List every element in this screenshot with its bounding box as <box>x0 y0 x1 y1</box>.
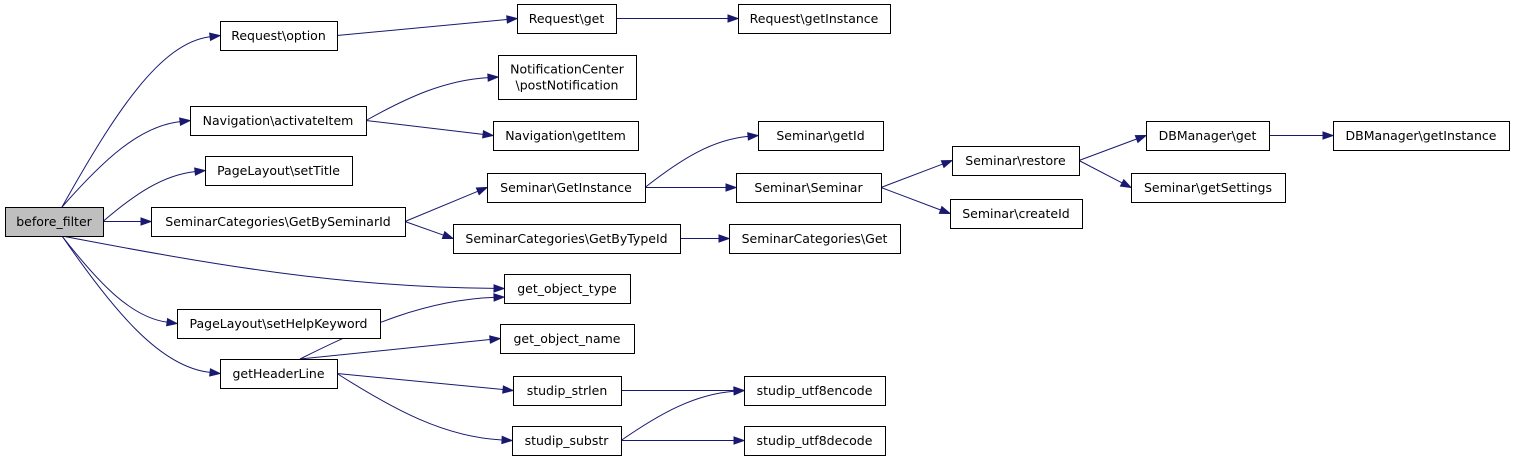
edge-seminar_seminar-to-seminar_restore <box>880 159 954 188</box>
node-semcat-getbytypeid[interactable]: SeminarCategories\GetByTypeId <box>453 224 681 254</box>
node-pagelayout-sethelp[interactable]: PageLayout\setHelpKeyword <box>177 309 381 339</box>
node-label: Navigation\activateItem <box>203 113 354 128</box>
edge-request_option-to-request_get <box>336 15 519 36</box>
node-seminar-getsettings[interactable]: Seminar\getSettings <box>1131 173 1286 203</box>
node-getheaderline[interactable]: getHeaderLine <box>220 359 338 389</box>
edge-semcat_getbyseminarid-to-semcat_getbytypeid <box>404 221 455 240</box>
node-nav-activate[interactable]: Navigation\activateItem <box>190 106 367 136</box>
node-before-filter[interactable]: before_filter <box>5 207 104 237</box>
node-notification-post[interactable]: NotificationCenter\postNotification <box>498 55 637 100</box>
edge-seminar_getinstance-to-seminar_getid <box>644 132 760 188</box>
node-seminar-seminar[interactable]: Seminar\Seminar <box>736 173 882 203</box>
node-seminar-getinstance[interactable]: Seminar\GetInstance <box>487 173 646 203</box>
node-label: studip_substr <box>525 433 610 448</box>
node-label: Request\get <box>529 11 605 26</box>
node-studip-substr[interactable]: studip_substr <box>512 426 622 456</box>
node-dbmanager-getinstance[interactable]: DBManager\getInstance <box>1333 121 1510 151</box>
edge-seminar_getinstance-to-seminar_seminar <box>645 183 738 192</box>
edge-studip_substr-to-studip_utf8decode <box>621 436 746 445</box>
edge-studip_substr-to-studip_utf8encode <box>620 387 746 441</box>
node-label: DBManager\get <box>1159 128 1257 143</box>
node-label: studip_utf8decode <box>757 433 873 448</box>
node-label: Seminar\GetInstance <box>500 180 632 195</box>
node-label: SeminarCategories\Get <box>742 231 888 246</box>
node-get-object-name[interactable]: get_object_name <box>500 324 635 354</box>
edge-getheaderline-to-get_object_name <box>299 335 502 360</box>
edge-seminar_seminar-to-seminar_createid <box>880 187 952 215</box>
node-label: Seminar\Seminar <box>754 180 863 195</box>
node-label: Request\option <box>231 28 326 43</box>
node-label: getHeaderLine <box>232 366 324 381</box>
edge-getheaderline-to-studip_substr <box>336 373 514 445</box>
node-label: \postNotification <box>516 78 619 93</box>
node-seminar-restore[interactable]: Seminar\restore <box>952 146 1080 176</box>
node-studip-strlen[interactable]: studip_strlen <box>513 376 622 406</box>
node-label: studip_strlen <box>527 383 608 398</box>
edge-before_filter-to-pagelayout_sethelp <box>61 235 179 327</box>
node-label: PageLayout\setTitle <box>217 163 340 178</box>
edge-nav_activate-to-notification_post <box>365 73 500 121</box>
node-label: Request\getInstance <box>750 11 879 26</box>
edge-before_filter-to-nav_activate <box>61 117 192 208</box>
edges <box>61 14 1335 445</box>
node-semcat-getbyseminarid[interactable]: SeminarCategories\GetBySeminarId <box>151 207 406 237</box>
node-get-object-type[interactable]: get_object_type <box>504 274 631 304</box>
edge-before_filter-to-request_option <box>61 32 222 208</box>
edge-getheaderline-to-studip_strlen <box>336 373 515 394</box>
node-label: Navigation\getItem <box>505 128 626 143</box>
node-label: get_object_name <box>514 331 621 346</box>
node-studip-utf8decode[interactable]: studip_utf8decode <box>744 426 886 456</box>
node-label: Seminar\getId <box>776 128 864 143</box>
node-label: Seminar\getSettings <box>1144 180 1272 195</box>
edge-before_filter-to-get_object_type <box>61 235 506 293</box>
node-semcat-get[interactable]: SeminarCategories\Get <box>729 224 901 254</box>
edge-before_filter-to-semcat_getbyseminarid <box>103 217 153 226</box>
node-label: Seminar\restore <box>965 153 1066 168</box>
node-seminar-createid[interactable]: Seminar\createId <box>950 199 1083 229</box>
edge-before_filter-to-pagelayout_settitle <box>102 167 207 222</box>
edge-seminar_restore-to-dbmanager_get <box>1078 134 1148 161</box>
node-pagelayout-settitle[interactable]: PageLayout\setTitle <box>205 156 353 186</box>
node-request-get[interactable]: Request\get <box>517 4 617 34</box>
node-request-getinstance[interactable]: Request\getInstance <box>738 4 891 34</box>
node-label: SeminarCategories\GetBySeminarId <box>165 214 390 229</box>
edge-seminar_restore-to-seminar_getsettings <box>1078 160 1133 189</box>
node-label: NotificationCenter <box>510 62 625 77</box>
node-label: get_object_type <box>517 281 617 296</box>
node-label: DBManager\getInstance <box>1346 128 1497 143</box>
edge-semcat_getbytypeid-to-semcat_get <box>680 234 731 243</box>
nodes: before_filter Request\option Request\get Re… <box>5 4 1510 456</box>
node-label: before_filter <box>16 214 92 229</box>
edge-getheaderline-to-get_object_type <box>299 293 506 360</box>
node-label: studip_utf8encode <box>757 383 873 398</box>
node-label: SeminarCategories\GetByTypeId <box>465 231 667 246</box>
edge-semcat_getbyseminarid-to-seminar_getinstance <box>404 186 489 222</box>
edge-request_get-to-request_getinstance <box>616 14 740 23</box>
node-request-option[interactable]: Request\option <box>220 21 338 51</box>
node-seminar-getid[interactable]: Seminar\getId <box>758 121 884 151</box>
edge-before_filter-to-getheaderline <box>61 235 222 377</box>
node-label: Seminar\createId <box>962 206 1070 221</box>
node-dbmanager-get[interactable]: DBManager\get <box>1146 121 1270 151</box>
node-label: PageLayout\setHelpKeyword <box>190 316 368 331</box>
node-studip-utf8encode[interactable]: studip_utf8encode <box>744 376 886 406</box>
edge-nav_activate-to-nav_getitem <box>365 120 495 139</box>
node-nav-getitem[interactable]: Navigation\getItem <box>493 121 639 151</box>
edge-studip_strlen-to-studip_utf8encode <box>621 386 746 395</box>
edge-dbmanager_get-to-dbmanager_getinstance <box>1269 131 1335 140</box>
